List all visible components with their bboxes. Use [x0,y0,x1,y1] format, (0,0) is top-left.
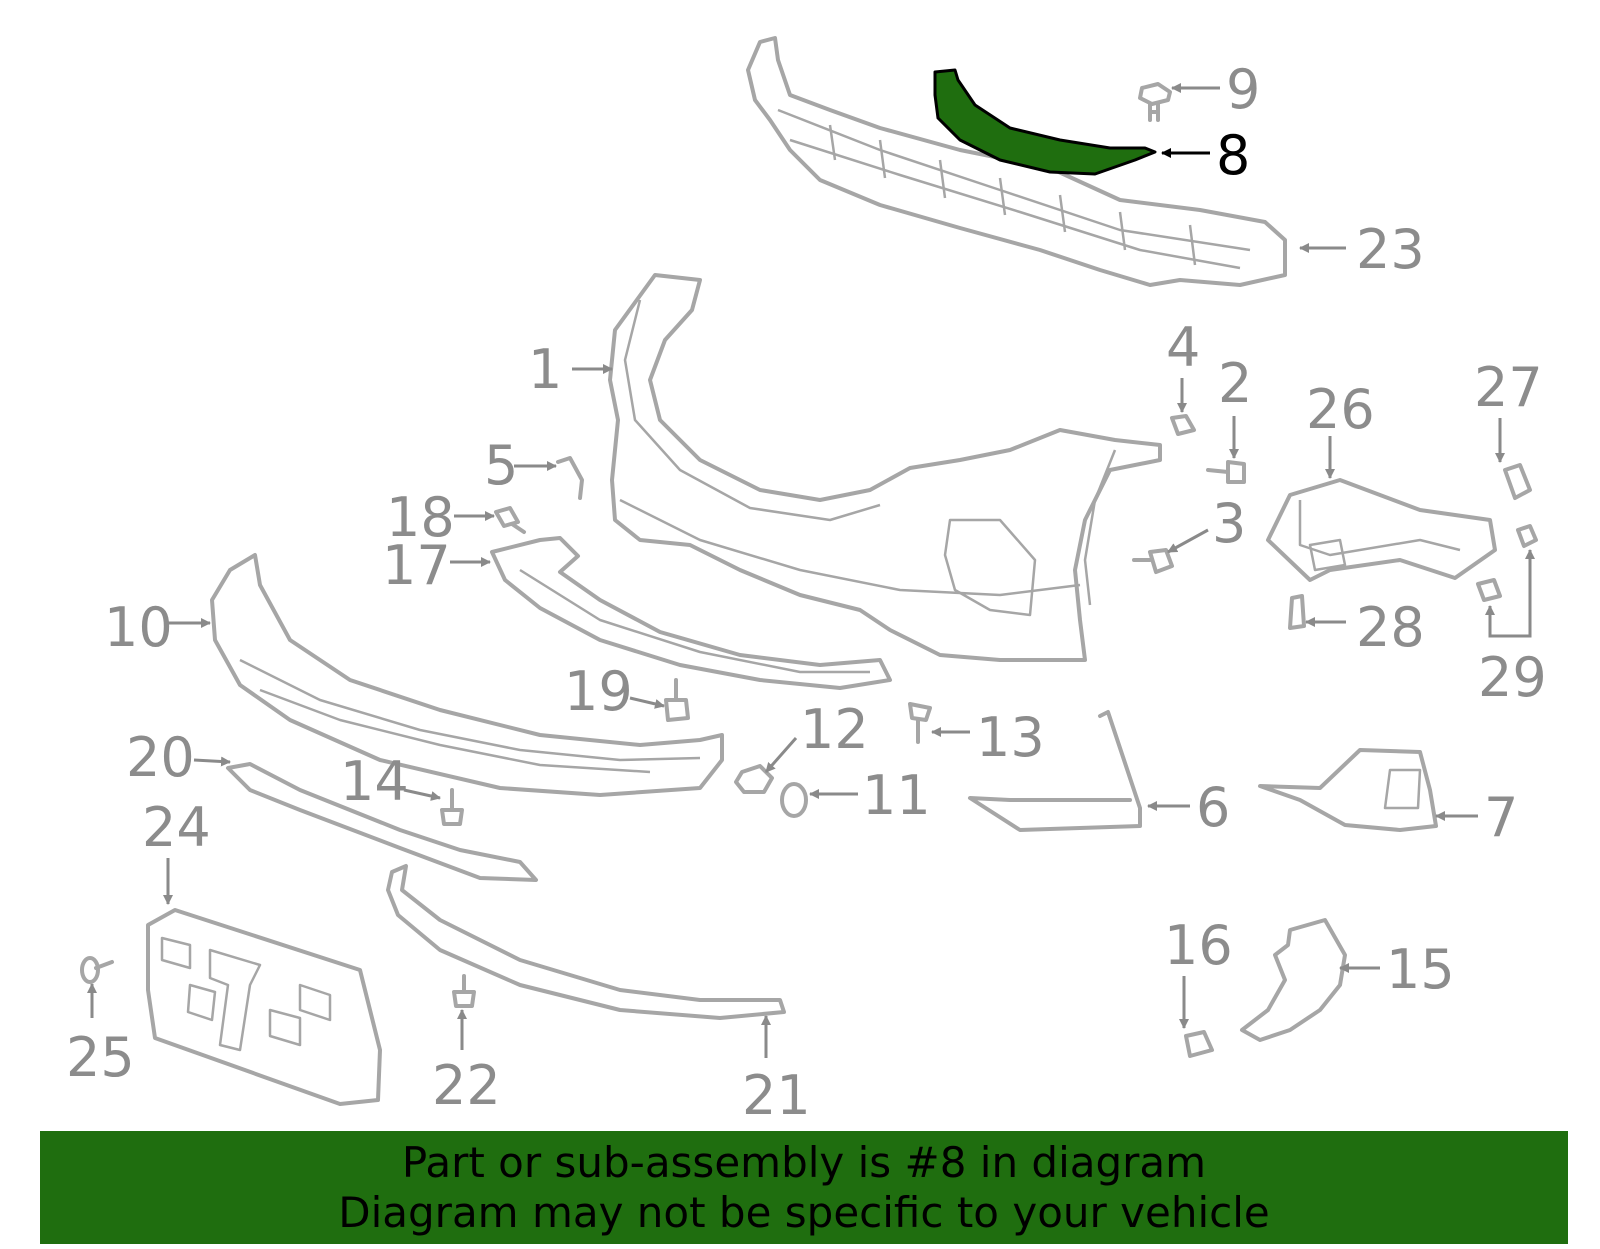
callout-21: 21 [742,1064,811,1127]
callout-13: 13 [976,706,1045,769]
part-20-strip [226,762,538,882]
part-11-nut [780,782,808,818]
callout-16: 16 [1164,914,1233,977]
part-2-screw [1206,460,1246,484]
callout-14: 14 [340,750,409,813]
leader-lines [87,83,1535,1058]
part-17-bracket [490,536,892,690]
info-banner: Part or sub-assembly is #8 in diagram Di… [40,1131,1568,1244]
part-26-bracket [1266,478,1497,582]
part-25-rivet [80,956,114,984]
part-18-bolt [494,506,526,534]
part-24-license-bracket [146,908,382,1106]
callout-12: 12 [800,698,869,761]
part-16-clip [1184,1030,1214,1058]
callout-23: 23 [1356,218,1425,281]
part-10-lower-fascia [210,553,724,797]
part-7-trim [1258,748,1438,832]
part-12-nut [734,764,774,794]
part-29-nuts [1476,524,1538,602]
part-19-bolt [664,678,690,722]
part-4-clip [1170,414,1196,436]
callout-5: 5 [484,434,518,497]
part-6-trim [968,710,1142,832]
part-1-bumper-cover [608,273,1162,662]
callout-7: 7 [1484,786,1518,849]
callout-17: 17 [382,534,451,597]
callout-27: 27 [1474,356,1543,419]
callout-19: 19 [564,660,633,723]
callout-24: 24 [142,796,211,859]
callout-25: 25 [66,1026,135,1089]
part-27-screw [1503,463,1532,500]
banner-line-2: Diagram may not be specific to your vehi… [338,1187,1270,1237]
callout-11: 11 [862,764,931,827]
callout-1: 1 [528,338,562,401]
callout-20: 20 [126,726,195,789]
callout-26: 26 [1306,378,1375,441]
callout-6: 6 [1196,776,1230,839]
banner-line-1: Part or sub-assembly is #8 in diagram [401,1137,1207,1187]
callout-2: 2 [1218,352,1252,415]
callout-10: 10 [104,596,173,659]
part-3-screw [1132,548,1174,574]
callout-29: 29 [1478,646,1547,709]
part-14-bolt [440,788,464,826]
part-15-deflector [1240,918,1347,1042]
callout-22: 22 [432,1054,501,1117]
callout-18: 18 [386,486,455,549]
part-21-strip [386,864,786,1020]
callout-9: 9 [1226,58,1260,121]
part-5-clip [556,456,584,500]
callout-28: 28 [1356,596,1425,659]
part-9-bolt [1138,82,1172,122]
part-28-screw [1288,594,1306,630]
callout-4: 4 [1166,316,1200,379]
callout-3: 3 [1212,492,1246,555]
part-13-bolt [908,702,932,744]
callout-15: 15 [1386,938,1455,1001]
callout-8: 8 [1216,124,1250,187]
callout-numbers: 1 2 3 4 5 6 7 8 9 10 11 12 13 14 15 16 1… [66,58,1547,1127]
part-22-bolt [452,974,476,1008]
part-8-bracket-highlighted [933,68,1157,176]
